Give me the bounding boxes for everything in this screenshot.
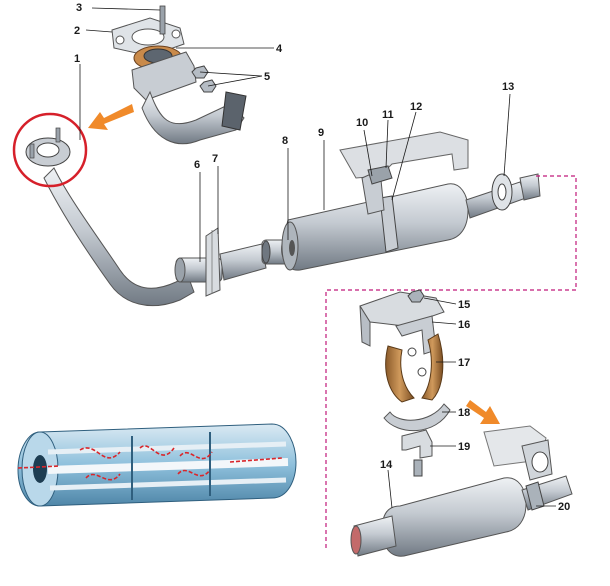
muffler-cutaway <box>17 423 297 507</box>
leader-lines <box>79 7 556 509</box>
callout-9: 9 <box>318 127 324 139</box>
callout-5: 5 <box>264 71 270 83</box>
callout-17: 17 <box>458 357 470 369</box>
callout-3: 3 <box>76 2 82 14</box>
callout-20: 20 <box>558 501 570 513</box>
callout-11: 11 <box>382 109 394 121</box>
main-muffler <box>281 173 541 271</box>
orange-arrow-icon <box>88 104 134 130</box>
callout-7: 7 <box>212 153 218 165</box>
intermediate-pipe <box>219 239 289 281</box>
callout-2: 2 <box>74 25 80 37</box>
callout-18: 18 <box>458 407 470 419</box>
hanger-detail <box>359 289 451 477</box>
orange-arrow-icon <box>466 400 500 424</box>
callout-4: 4 <box>276 43 283 55</box>
callout-16: 16 <box>458 319 470 331</box>
callout-13: 13 <box>502 81 514 93</box>
callout-19: 19 <box>458 441 470 453</box>
rear-mount <box>483 425 553 481</box>
callout-14: 14 <box>380 459 393 471</box>
front-downpipe <box>25 127 195 307</box>
callout-10: 10 <box>356 117 368 129</box>
highlight-circle <box>12 112 88 188</box>
callout-15: 15 <box>458 299 470 311</box>
pipe-coupling <box>174 227 223 297</box>
rear-muffler <box>350 475 573 557</box>
detail-frame <box>325 175 577 548</box>
callout-1: 1 <box>74 53 80 65</box>
flange-gasket-group <box>111 5 247 145</box>
callout-8: 8 <box>282 135 288 147</box>
callout-6: 6 <box>194 159 200 171</box>
callout-12: 12 <box>410 101 422 113</box>
